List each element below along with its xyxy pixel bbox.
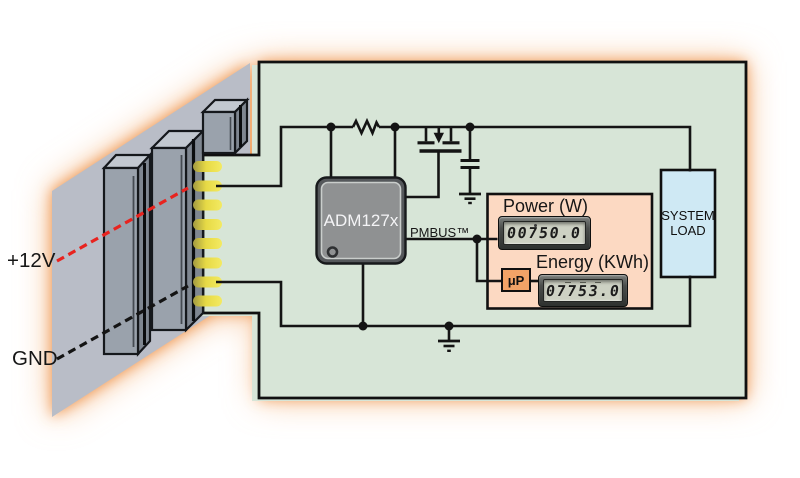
- power-label: Power (W): [503, 196, 588, 216]
- capacitor: [460, 127, 480, 193]
- power-display-lcd: 00750.0: [503, 221, 586, 245]
- energy-display: 07753.0: [538, 274, 628, 307]
- sense-resistor: [351, 117, 381, 137]
- ground-symbol-capacitor: [459, 192, 481, 205]
- system-load-label: SYSTEM LOAD: [661, 170, 715, 277]
- edge-connector-3: [200, 97, 250, 156]
- connector-pins: [193, 161, 222, 307]
- adm127x-chip: [315, 176, 407, 265]
- gnd-dashed-line: [56, 284, 189, 361]
- system-load-box: [659, 168, 717, 279]
- plus12v-dashed-line: [56, 186, 189, 263]
- microprocessor-box: μP: [501, 268, 531, 292]
- plus12v-label: +12V: [7, 249, 56, 272]
- lcd-annunciator-dot: [534, 224, 537, 227]
- pin1-indicator: [326, 246, 339, 258]
- lcd-tick-marks: [544, 281, 622, 284]
- gnd-label: GND: [12, 347, 58, 370]
- energy-display-lcd: 07753.0: [543, 279, 623, 302]
- power-display: 00750.0: [498, 216, 591, 250]
- system-load-line2: LOAD: [670, 222, 706, 238]
- circuit-wiring: [216, 117, 692, 352]
- supply-rail-wire-right: [379, 125, 692, 172]
- energy-reading: 07753.0: [544, 281, 622, 300]
- energy-label: Energy (KWh): [536, 252, 650, 272]
- mosfet: [417, 127, 462, 153]
- microprocessor-label: μP: [507, 272, 525, 288]
- pmbus-label: PMBUS™: [410, 225, 470, 240]
- gate-drive-wire: [405, 152, 440, 199]
- power-reading: 00750.0: [506, 224, 583, 242]
- microprocessor-wire: [475, 239, 501, 283]
- junction-dots: [326, 122, 482, 331]
- pcb-board: [201, 60, 748, 400]
- supply-rail-wire: [216, 125, 353, 188]
- ground-rail-wire: [216, 275, 692, 328]
- chip-part-number: ADM127x: [323, 211, 399, 230]
- system-load-line1: SYSTEM: [661, 207, 715, 223]
- edge-connector-1: [101, 152, 153, 357]
